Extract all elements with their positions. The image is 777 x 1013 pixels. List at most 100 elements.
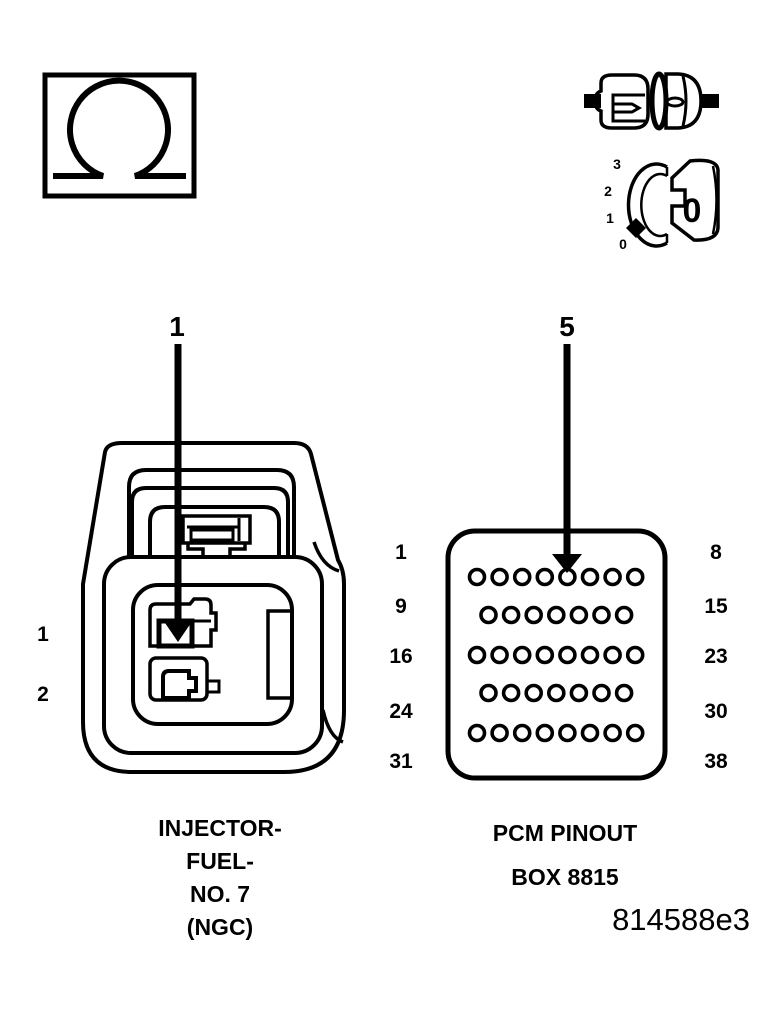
pcm-pin bbox=[569, 683, 589, 703]
pcm-callout-number: 5 bbox=[559, 311, 575, 342]
pcm-pin bbox=[580, 645, 600, 665]
injector-caption-line: NO. 7 bbox=[190, 881, 250, 907]
pcm-pin bbox=[625, 567, 645, 587]
male-connector-half bbox=[593, 73, 650, 130]
terminal-cavity-2 bbox=[148, 656, 209, 702]
pcm-pin bbox=[558, 645, 577, 665]
dial-tick-1: 1 bbox=[606, 210, 614, 226]
pcm-pin bbox=[490, 567, 509, 587]
pcm-row-start-label: 16 bbox=[389, 645, 412, 668]
injector-caption-line: (NGC) bbox=[187, 914, 253, 940]
female-terminal-slot bbox=[665, 96, 685, 108]
pcm-pin bbox=[512, 723, 532, 743]
pcm-row-end-label: 23 bbox=[704, 645, 727, 668]
pcm-pin bbox=[524, 605, 544, 625]
left-wire-stub bbox=[584, 94, 601, 108]
pcm-row-start-label: 24 bbox=[389, 700, 413, 723]
pcm-pin bbox=[614, 605, 634, 625]
dial-tick-0: 0 bbox=[619, 236, 627, 252]
pcm-pin bbox=[535, 567, 555, 587]
dial-tick-2: 2 bbox=[604, 183, 612, 199]
dial-key-depth-edge bbox=[711, 165, 718, 235]
latch-inner-window bbox=[189, 528, 235, 542]
injector-cavity-label-2: 2 bbox=[37, 683, 49, 706]
seal-body-outline bbox=[102, 555, 324, 755]
right-wire-stub bbox=[701, 94, 719, 108]
shell-fillet-top-right bbox=[312, 541, 340, 573]
pcm-pinout-drawing: 5 1 9 16 24 31 8 15 23 30 38 bbox=[389, 311, 728, 781]
latch-divider bbox=[187, 518, 241, 541]
female-connector-shoulder bbox=[681, 75, 688, 127]
keyway-slot bbox=[266, 609, 294, 700]
callout-1-arrow-head bbox=[163, 620, 193, 642]
connector-outer-shell bbox=[81, 441, 346, 774]
pcm-pin bbox=[479, 683, 498, 703]
pcm-pin bbox=[603, 645, 622, 665]
pcm-caption-line: PCM PINOUT bbox=[493, 820, 637, 846]
connector-pair-icon bbox=[584, 71, 719, 131]
inner-shroud-outline-1 bbox=[127, 468, 296, 557]
pcm-row-start-label: 1 bbox=[395, 541, 407, 564]
pcm-row-start-label: 9 bbox=[395, 595, 407, 618]
inner-shroud-outline-3 bbox=[148, 505, 281, 557]
pcm-pin bbox=[535, 645, 555, 665]
pcm-pin bbox=[524, 683, 544, 703]
injector-caption-line: INJECTOR- bbox=[158, 815, 282, 841]
pcm-pin bbox=[512, 645, 532, 665]
injector-caption: INJECTOR- FUEL- NO. 7 (NGC) bbox=[158, 815, 282, 940]
pcm-pin bbox=[625, 645, 645, 665]
pcm-pin bbox=[501, 605, 521, 625]
inner-shroud-outline-2 bbox=[130, 486, 290, 557]
male-terminal-slot bbox=[611, 93, 645, 123]
injector-cavity-label-1: 1 bbox=[37, 623, 49, 646]
latch-outer bbox=[181, 514, 252, 545]
resistance-symbol-box bbox=[42, 72, 197, 199]
pcm-pin bbox=[558, 723, 577, 743]
omega-icon bbox=[53, 77, 186, 179]
pcm-pin bbox=[580, 723, 600, 743]
terminal-cavity-2-tab bbox=[207, 679, 221, 694]
pcm-pin bbox=[546, 683, 566, 703]
terminal-cavity-1 bbox=[148, 597, 218, 648]
pcm-pin bbox=[490, 645, 509, 665]
pcm-box-outline bbox=[445, 528, 668, 781]
pcm-caption-line: BOX 8815 bbox=[511, 864, 619, 890]
pcm-pin bbox=[535, 723, 555, 743]
pcm-pin bbox=[467, 723, 487, 743]
shell-fillet-bottom-right bbox=[321, 709, 344, 744]
pcm-pin bbox=[580, 567, 600, 587]
latch-tongue bbox=[186, 543, 247, 559]
dial-ring-outer bbox=[626, 162, 668, 248]
pcm-pin bbox=[614, 683, 634, 703]
pcm-row-end-label: 30 bbox=[704, 700, 727, 723]
pcm-row-end-label: 15 bbox=[704, 595, 728, 618]
callout-5-arrow-head bbox=[552, 554, 582, 573]
dial-tick-3: 3 bbox=[613, 156, 621, 172]
pcm-pin bbox=[512, 567, 532, 587]
terminal-pin-2 bbox=[161, 669, 198, 700]
pcm-pin bbox=[603, 567, 622, 587]
resistance-symbol bbox=[42, 72, 197, 199]
dial-pointer-marker bbox=[626, 218, 646, 238]
pcm-pin bbox=[592, 605, 611, 625]
pcm-pin bbox=[479, 605, 498, 625]
pcm-pin bbox=[625, 723, 645, 743]
dial-key-knob bbox=[670, 158, 720, 242]
pcm-pin bbox=[592, 683, 611, 703]
injector-caption-line: FUEL- bbox=[186, 848, 254, 874]
pcm-pin bbox=[546, 605, 566, 625]
connector-seal-ring bbox=[649, 71, 669, 131]
figure-code: 814588e3 bbox=[612, 902, 750, 937]
pcm-pin bbox=[467, 567, 487, 587]
pcm-pin bbox=[490, 723, 509, 743]
pcm-pin bbox=[603, 723, 622, 743]
injector-callout-number: 1 bbox=[169, 311, 185, 342]
pcm-pin-grid bbox=[467, 567, 645, 743]
dial-selected-value: 0 bbox=[683, 192, 702, 230]
pcm-row-end-label: 38 bbox=[704, 750, 728, 773]
pcm-pin bbox=[501, 683, 521, 703]
meter-dial-icon: 3 2 1 0 0 bbox=[604, 156, 720, 252]
pcm-caption: PCM PINOUT BOX 8815 bbox=[493, 820, 637, 890]
